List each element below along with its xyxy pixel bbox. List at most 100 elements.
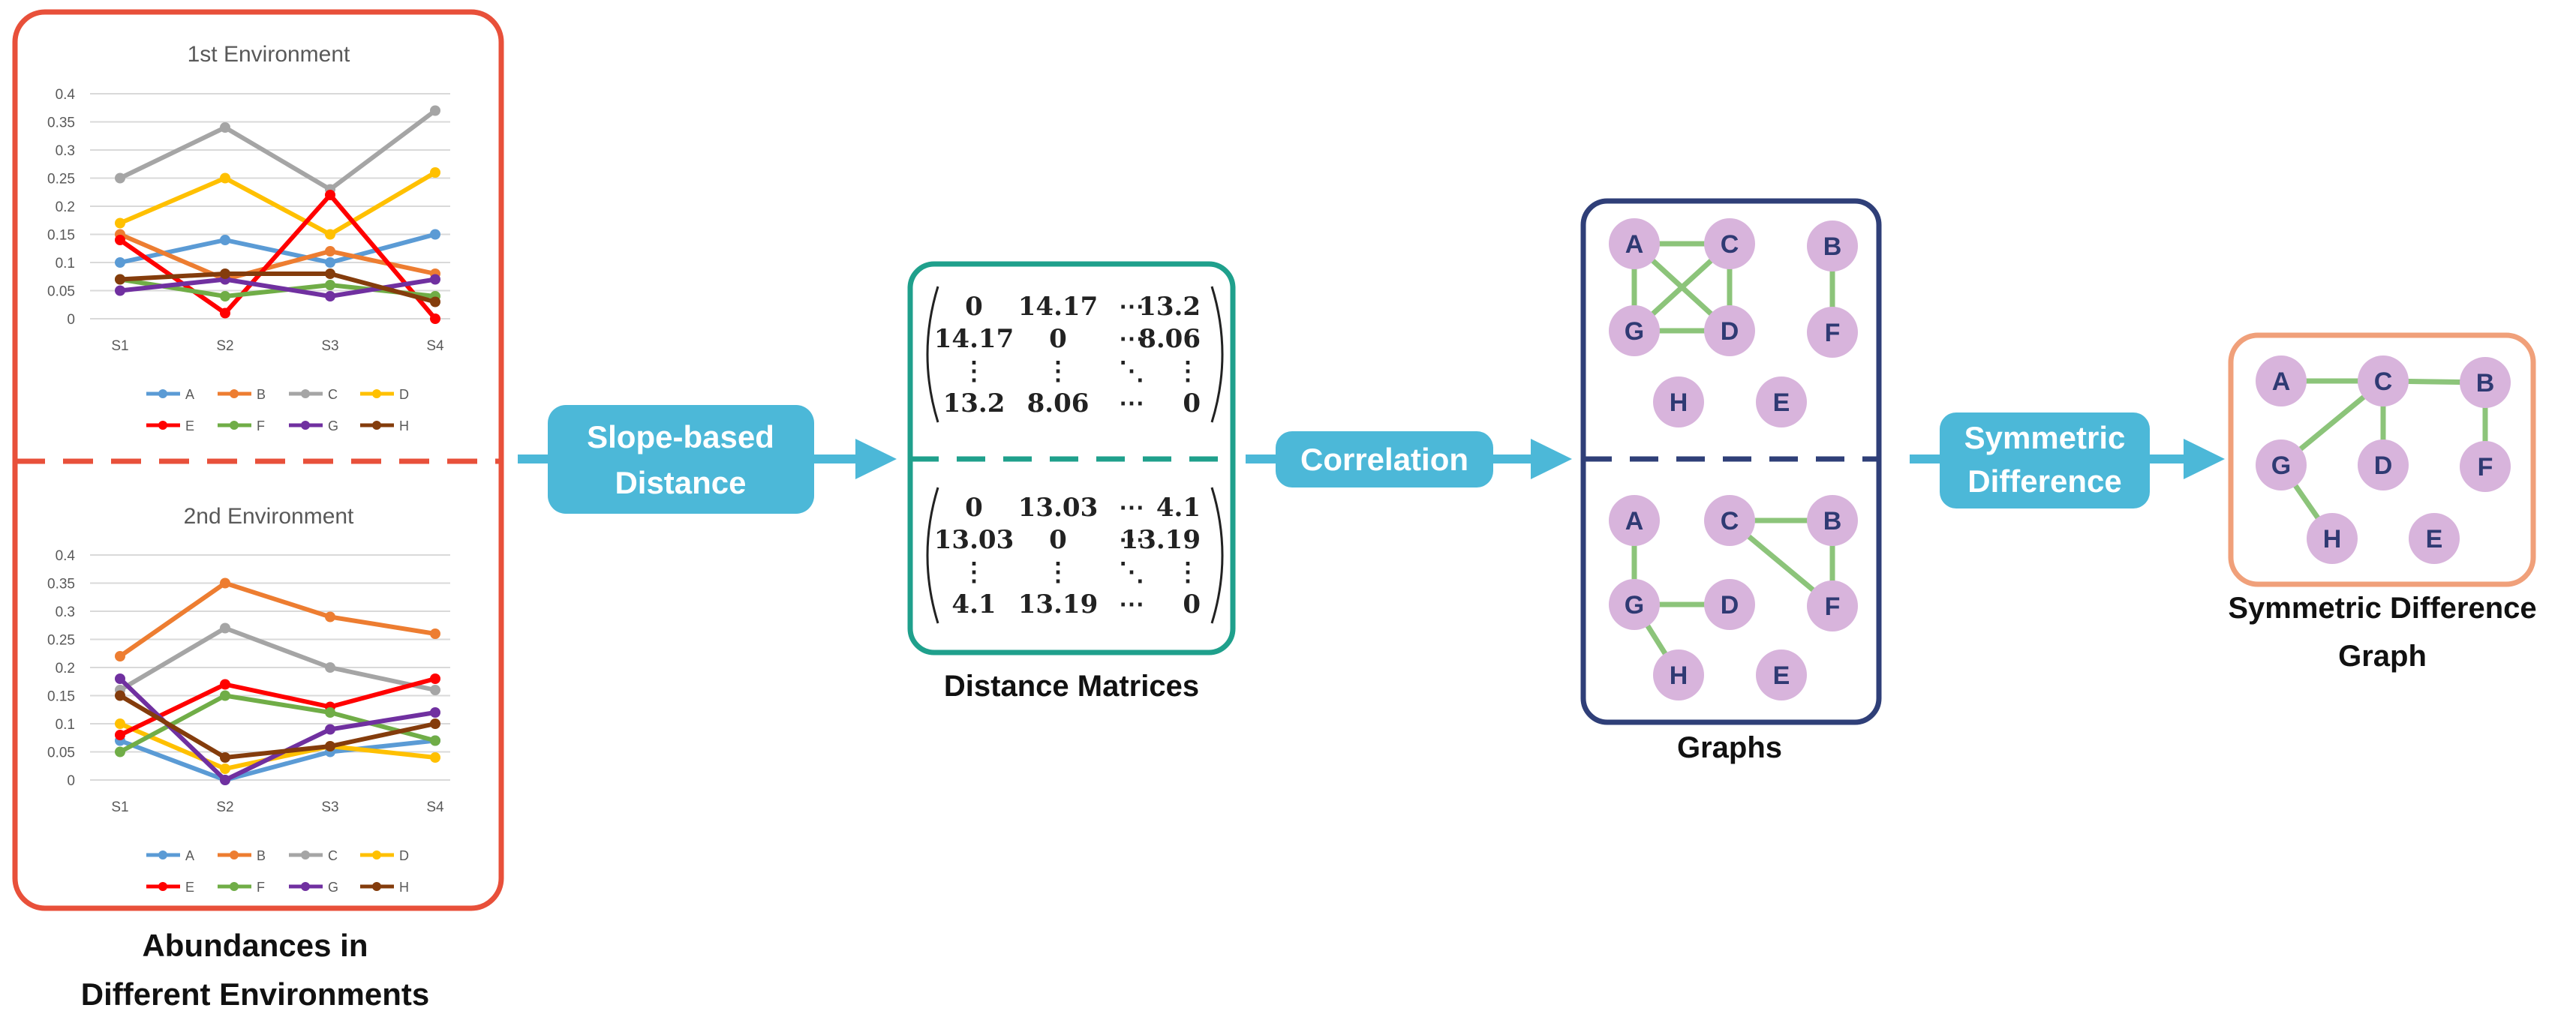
data-point-G bbox=[430, 707, 440, 718]
node-label-B: B bbox=[2476, 369, 2495, 398]
node-A bbox=[1609, 495, 1660, 546]
y-tick-label: 0.35 bbox=[47, 577, 75, 592]
data-point-D bbox=[430, 167, 440, 178]
node-label-A: A bbox=[1625, 230, 1644, 259]
data-point-A bbox=[115, 257, 125, 268]
node-label-H: H bbox=[1670, 662, 1688, 690]
legend-marker-F bbox=[230, 421, 239, 430]
node-label-G: G bbox=[1625, 317, 1644, 346]
y-tick-label: 0.1 bbox=[56, 256, 75, 272]
node-E bbox=[1756, 376, 1807, 428]
x-tick-label: S1 bbox=[111, 338, 128, 354]
matrix-bracket-left bbox=[926, 286, 939, 423]
legend-label-E: E bbox=[185, 418, 194, 434]
legend-label-F: F bbox=[257, 880, 265, 895]
matrix-cell: 13.19 bbox=[1018, 590, 1098, 620]
y-tick-label: 0 bbox=[67, 773, 75, 789]
series-line-G bbox=[118, 676, 436, 782]
node-label-E: E bbox=[2426, 525, 2443, 554]
data-point-B bbox=[220, 578, 230, 589]
node-label-A: A bbox=[1625, 507, 1644, 536]
y-tick-label: 0.15 bbox=[47, 228, 75, 244]
data-point-E bbox=[115, 730, 125, 740]
node-D bbox=[2358, 440, 2409, 490]
data-point-C bbox=[325, 662, 335, 673]
matrix-cell: ⋯ bbox=[1119, 388, 1144, 418]
data-point-D bbox=[325, 229, 335, 240]
y-tick-label: 0.05 bbox=[47, 284, 75, 300]
matrix-cell: 13.2 bbox=[943, 388, 1005, 418]
node-label-H: H bbox=[1670, 388, 1688, 417]
node-label-E: E bbox=[1773, 662, 1790, 690]
correlation-arrow: Correlation bbox=[1246, 431, 1572, 488]
legend-marker-E bbox=[158, 882, 167, 891]
legend-marker-H bbox=[372, 421, 381, 430]
node-A bbox=[1609, 218, 1660, 269]
legend-label-G: G bbox=[328, 880, 338, 895]
legend-label-H: H bbox=[399, 418, 409, 434]
data-point-E bbox=[430, 674, 440, 684]
node-C bbox=[1704, 218, 1755, 269]
legend-label-C: C bbox=[328, 848, 338, 863]
data-point-E bbox=[325, 190, 335, 200]
node-label-G: G bbox=[1625, 591, 1644, 620]
series-line-C bbox=[119, 109, 437, 192]
matrix-cell: ⋮ bbox=[961, 356, 987, 386]
data-point-B bbox=[430, 628, 440, 639]
node-E bbox=[2409, 513, 2460, 564]
node-G bbox=[1609, 579, 1660, 630]
data-point-C bbox=[220, 622, 230, 634]
matrix-bracket-right bbox=[1210, 286, 1224, 423]
y-tick-label: 0.4 bbox=[56, 87, 76, 103]
data-point-E bbox=[430, 314, 440, 324]
y-tick-label: 0.25 bbox=[47, 633, 75, 649]
data-point-C bbox=[220, 122, 230, 133]
data-point-F bbox=[430, 735, 440, 746]
data-point-H bbox=[430, 718, 440, 729]
matrix-cell: 0 bbox=[965, 493, 983, 523]
x-tick-label: S2 bbox=[216, 800, 233, 815]
node-label-H: H bbox=[2323, 525, 2342, 554]
line-chart-2nd-environment: 2nd Environment00.050.10.150.20.250.30.3… bbox=[47, 504, 450, 895]
series-line-D bbox=[119, 170, 437, 237]
series-line-H bbox=[119, 272, 436, 304]
node-label-F: F bbox=[2478, 453, 2493, 482]
node-A bbox=[2256, 356, 2307, 406]
node-C bbox=[1704, 495, 1755, 546]
node-label-D: D bbox=[1721, 317, 1739, 346]
data-point-H bbox=[325, 741, 335, 752]
legend-marker-G bbox=[301, 882, 310, 891]
legend-marker-D bbox=[372, 389, 381, 398]
series-line-A bbox=[119, 738, 436, 782]
node-F bbox=[1807, 580, 1858, 632]
series-line-D bbox=[119, 722, 436, 771]
legend-marker-E bbox=[158, 421, 167, 430]
data-point-G bbox=[220, 775, 230, 785]
legend-label-D: D bbox=[399, 848, 409, 863]
y-tick-label: 0.1 bbox=[56, 717, 75, 733]
legend-marker-D bbox=[372, 850, 381, 860]
series-line-F bbox=[119, 277, 436, 298]
node-label-A: A bbox=[2272, 368, 2291, 396]
graphs-label: Graphs bbox=[1677, 731, 1782, 764]
data-point-A bbox=[325, 257, 335, 268]
data-point-D bbox=[115, 218, 125, 229]
data-point-D bbox=[220, 764, 230, 774]
matrix-cell: 8.06 bbox=[1138, 324, 1201, 354]
matrix-cell: 0 bbox=[1049, 324, 1067, 354]
y-tick-label: 0.05 bbox=[47, 746, 75, 761]
abundances-label-line1: Abundances in bbox=[142, 928, 368, 963]
legend-label-D: D bbox=[399, 387, 409, 402]
matrix-cell: 4.1 bbox=[1156, 493, 1201, 523]
data-point-D bbox=[115, 718, 125, 729]
matrix-cell: 13.2 bbox=[1138, 292, 1201, 322]
symmetric-difference-arrow: Symmetric Difference bbox=[1910, 412, 2225, 508]
node-label-C: C bbox=[1721, 230, 1739, 259]
matrix-cell: 0 bbox=[1183, 388, 1201, 418]
node-G bbox=[1609, 305, 1660, 356]
x-tick-label: S2 bbox=[216, 338, 233, 354]
data-point-D bbox=[220, 172, 230, 184]
